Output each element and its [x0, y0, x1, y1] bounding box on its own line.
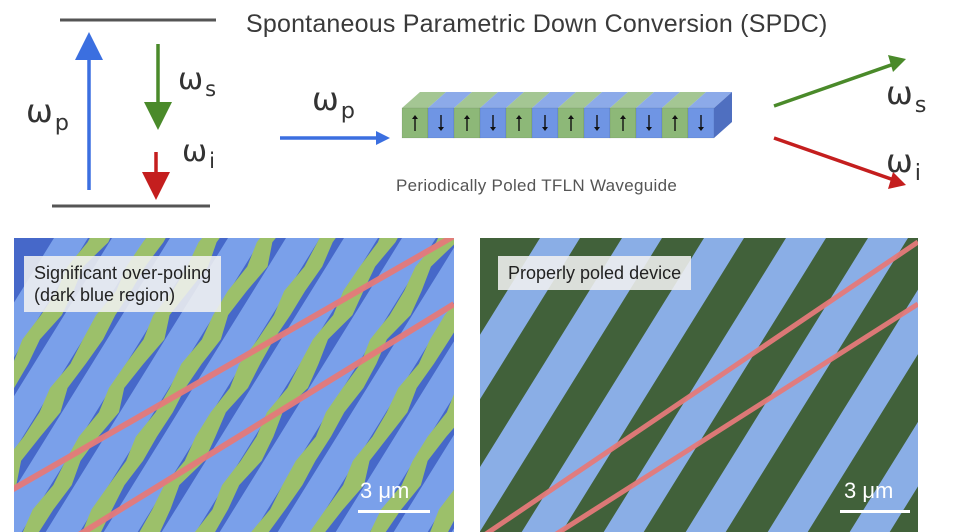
waveguide-domain-top [688, 92, 732, 108]
poled-domain-stripe [14, 238, 111, 389]
waveguide-domain-top [454, 92, 498, 108]
poled-domain-stripe [521, 238, 745, 532]
ppln-waveguide [401, 92, 732, 139]
waveguide-domain-top [558, 92, 602, 108]
poled-domain-stripe [767, 289, 918, 532]
scale-bar [358, 510, 430, 513]
diagram-title: Spontaneous Parametric Down Conversion (… [246, 10, 828, 38]
poled-domain-stripe [103, 238, 321, 532]
poled-domain-stripe [277, 247, 454, 532]
poled-domain-stripe [849, 421, 918, 532]
waveguide-domain-top [480, 92, 524, 108]
waveguide-domain-top [402, 92, 446, 108]
waveguide-end-face [714, 92, 732, 138]
poled-domain-stripe [603, 238, 827, 532]
waveguide-domain-top [428, 92, 472, 108]
waveguide-domain-top [584, 92, 628, 108]
poled-domain-stripe [370, 394, 454, 532]
scale-bar-label: 3 μm [360, 478, 410, 503]
poled-domain-stripe [251, 238, 454, 532]
properly-poled-micrograph: Properly poled device 3 μm [480, 238, 918, 532]
scale-bar-label: 3 μm [844, 478, 894, 503]
poled-domain-stripe [393, 434, 454, 532]
poled-domain-stripe [139, 238, 336, 532]
output-signal-arrow [773, 62, 895, 108]
output-arrows [773, 55, 906, 189]
waveguide-domain-top [532, 92, 576, 108]
overpoling-label: Significant over-poling (dark blue regio… [24, 256, 222, 312]
waveguide-domain-top [662, 92, 706, 108]
pump-frequency-label: ωp [26, 92, 70, 136]
proper-poling-label: Properly poled device [498, 256, 692, 290]
input-pump-label: ωp [312, 80, 356, 124]
output-signal-label: ωs [886, 74, 927, 118]
poled-domain-stripe [309, 303, 454, 532]
overpoled-micrograph: Significant over-poling (dark blue regio… [14, 238, 454, 532]
energy-level-diagram [52, 18, 216, 208]
waveguide-domain-top [636, 92, 680, 108]
poled-domain-stripe [685, 238, 909, 532]
output-idler-label: ωi [886, 142, 922, 186]
poled-domain-stripe [82, 238, 276, 532]
signal-frequency-label: ωs [178, 62, 217, 102]
waveguide-caption: Periodically Poled TFLN Waveguide [396, 176, 678, 195]
poled-domain-stripe [451, 528, 454, 532]
idler-frequency-label: ωi [182, 134, 215, 174]
waveguide-domain-top [506, 92, 550, 108]
poled-domain-stripe [480, 238, 663, 532]
waveguide-domain-top [610, 92, 654, 108]
poled-domain-stripe [194, 238, 398, 532]
poled-domain-stripe [430, 489, 454, 532]
scale-bar [840, 510, 910, 513]
input-pump-arrow [280, 131, 390, 145]
output-idler-arrow [773, 136, 895, 182]
